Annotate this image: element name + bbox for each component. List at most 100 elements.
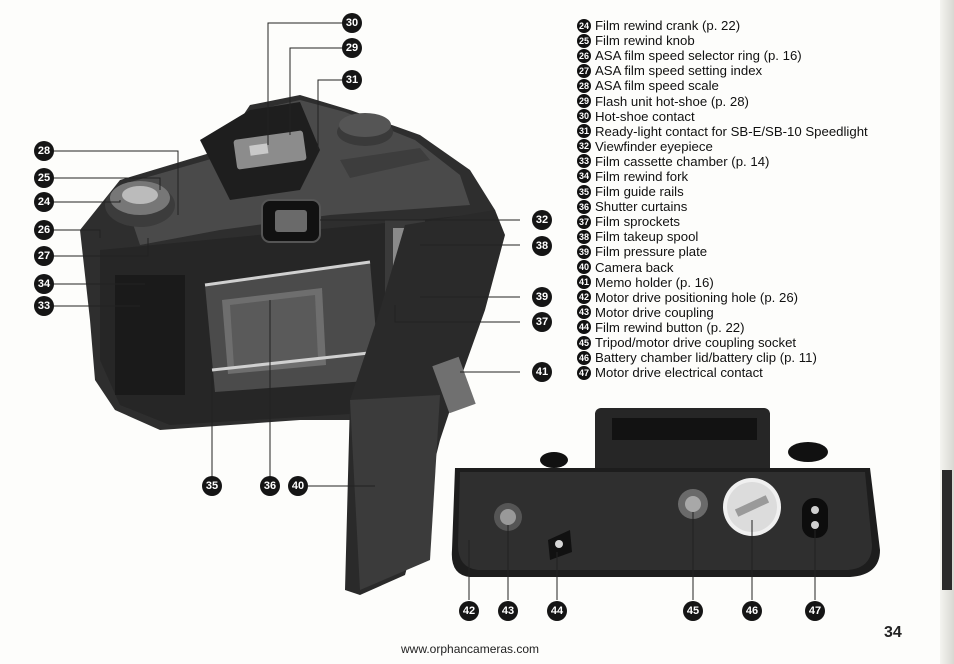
callout-33: 33 bbox=[34, 296, 54, 316]
callout-44: 44 bbox=[547, 601, 567, 621]
legend-number: 24 bbox=[577, 18, 591, 33]
legend-item: 26 ASA film speed selector ring (p. 16) bbox=[577, 48, 917, 63]
legend-text: Hot-shoe contact bbox=[595, 108, 695, 124]
callout-41: 41 bbox=[532, 362, 552, 382]
legend-text: Film cassette chamber (p. 14) bbox=[595, 153, 770, 169]
callout-25: 25 bbox=[34, 168, 54, 188]
legend-number: 43 bbox=[577, 305, 591, 320]
legend-number: 40 bbox=[577, 260, 591, 275]
legend-number: 38 bbox=[577, 229, 591, 244]
callout-36: 36 bbox=[260, 476, 280, 496]
legend-item: 28 ASA film speed scale bbox=[577, 78, 917, 93]
legend-item: 47 Motor drive electrical contact bbox=[577, 365, 917, 380]
legend-item: 38 Film takeup spool bbox=[577, 229, 917, 244]
legend-text: Film rewind knob bbox=[595, 33, 695, 49]
legend-item: 29 Flash unit hot-shoe (p. 28) bbox=[577, 93, 917, 109]
legend-number: 46 bbox=[577, 350, 591, 365]
callout-42: 42 bbox=[459, 601, 479, 621]
callout-37: 37 bbox=[532, 312, 552, 332]
legend-number: 29 bbox=[577, 94, 591, 109]
legend-number: 31 bbox=[577, 124, 591, 139]
legend-text: ASA film speed setting index bbox=[595, 63, 763, 79]
callout-43: 43 bbox=[498, 601, 518, 621]
bottom-photo-leaders bbox=[468, 512, 816, 600]
callout-30: 30 bbox=[342, 13, 362, 33]
legend-number: 28 bbox=[577, 78, 591, 93]
legend-item: 36 Shutter curtains bbox=[577, 199, 917, 214]
edge-tab-marker bbox=[942, 470, 952, 590]
legend-number: 47 bbox=[577, 365, 591, 380]
legend-text: Flash unit hot-shoe (p. 28) bbox=[595, 93, 749, 109]
legend-text: Memo holder (p. 16) bbox=[595, 274, 714, 290]
legend-text: Film takeup spool bbox=[595, 229, 699, 245]
legend-number: 45 bbox=[577, 335, 591, 350]
legend-number: 44 bbox=[577, 320, 591, 335]
legend-text: Film rewind button (p. 22) bbox=[595, 319, 745, 335]
legend-item: 46 Battery chamber lid/battery clip (p. 1… bbox=[577, 350, 917, 365]
top-photo-leaders bbox=[47, 22, 520, 487]
legend-number: 34 bbox=[577, 169, 591, 184]
legend-text: Battery chamber lid/battery clip (p. 11) bbox=[595, 350, 817, 366]
legend-item: 33 Film cassette chamber (p. 14) bbox=[577, 154, 917, 169]
legend-number: 32 bbox=[577, 139, 591, 154]
callout-38: 38 bbox=[532, 236, 552, 256]
camera-bottom-photo bbox=[451, 408, 880, 577]
legend-item: 34 Film rewind fork bbox=[577, 169, 917, 184]
legend-item: 31 Ready-light contact for SB-E/SB-10 Spe… bbox=[577, 124, 917, 139]
callout-29: 29 bbox=[342, 38, 362, 58]
legend-text: Camera back bbox=[595, 259, 674, 275]
callout-45: 45 bbox=[683, 601, 703, 621]
legend-number: 39 bbox=[577, 244, 591, 259]
legend-number: 36 bbox=[577, 199, 591, 214]
legend-number: 37 bbox=[577, 214, 591, 229]
callout-31: 31 bbox=[342, 70, 362, 90]
callout-26: 26 bbox=[34, 220, 54, 240]
legend-number: 42 bbox=[577, 290, 591, 305]
legend-item: 43 Motor drive coupling bbox=[577, 305, 917, 320]
callout-24: 24 bbox=[34, 192, 54, 212]
legend-item: 39 Film pressure plate bbox=[577, 244, 917, 259]
callout-40: 40 bbox=[288, 476, 308, 496]
legend-text: Ready-light contact for SB-E/SB-10 Speed… bbox=[595, 123, 868, 139]
legend-text: Tripod/motor drive coupling socket bbox=[595, 335, 797, 351]
legend-item: 45 Tripod/motor drive coupling socket bbox=[577, 335, 917, 350]
callout-28: 28 bbox=[34, 141, 54, 161]
legend-number: 35 bbox=[577, 184, 591, 199]
callout-39: 39 bbox=[532, 287, 552, 307]
legend-item: 44 Film rewind button (p. 22) bbox=[577, 320, 917, 335]
callout-32: 32 bbox=[532, 210, 552, 230]
legend-item: 41 Memo holder (p. 16) bbox=[577, 275, 917, 290]
legend-item: 24 Film rewind crank (p. 22) bbox=[577, 18, 917, 33]
legend-text: Film rewind fork bbox=[595, 168, 689, 184]
legend-item: 35 Film guide rails bbox=[577, 184, 917, 199]
page-number: 34 bbox=[884, 624, 902, 641]
legend-number: 30 bbox=[577, 109, 591, 124]
camera-back-open-photo bbox=[80, 95, 505, 595]
legend-item: 40 Camera back bbox=[577, 260, 917, 275]
legend-text: Viewfinder eyepiece bbox=[595, 138, 713, 154]
callout-47: 47 bbox=[805, 601, 825, 621]
legend-text: ASA film speed selector ring (p. 16) bbox=[595, 48, 802, 64]
legend-number: 26 bbox=[577, 48, 591, 63]
legend-number: 33 bbox=[577, 154, 591, 169]
callout-27: 27 bbox=[34, 246, 54, 266]
legend-text: Film rewind crank (p. 22) bbox=[595, 18, 741, 34]
legend-item: 32 Viewfinder eyepiece bbox=[577, 139, 917, 154]
legend-text: Motor drive coupling bbox=[595, 304, 714, 320]
legend-text: Film pressure plate bbox=[595, 244, 708, 260]
legend-text: Shutter curtains bbox=[595, 199, 688, 215]
callout-46: 46 bbox=[742, 601, 762, 621]
legend-text: Motor drive electrical contact bbox=[595, 365, 763, 381]
legend-text: ASA film speed scale bbox=[595, 78, 719, 94]
legend-text: Film guide rails bbox=[595, 184, 684, 200]
page-edge bbox=[940, 0, 954, 664]
legend-item: 30 Hot-shoe contact bbox=[577, 109, 917, 124]
legend-number: 41 bbox=[577, 275, 591, 290]
footer-url: www.orphancameras.com bbox=[401, 642, 540, 656]
